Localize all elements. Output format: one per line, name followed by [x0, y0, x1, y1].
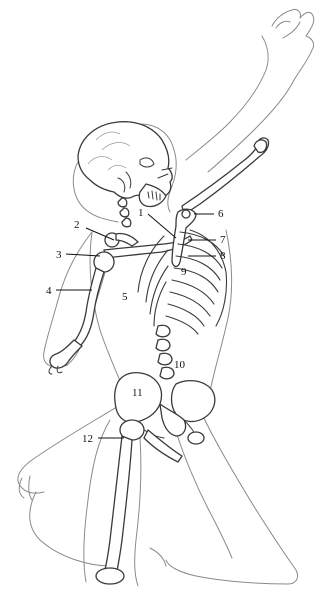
raised-arm-bones [182, 138, 269, 214]
leader-3 [66, 254, 100, 256]
lumbar-spine [156, 325, 174, 379]
label-12: 12 [82, 433, 93, 445]
leader-1 [148, 214, 176, 238]
label-7: 7 [220, 234, 226, 246]
body-outline [18, 9, 314, 586]
label-1: 1 [138, 207, 144, 219]
skull [78, 122, 172, 207]
label-2: 2 [74, 219, 80, 231]
label-10: 10 [174, 359, 186, 371]
lower-arm-bones [49, 268, 104, 374]
leg-bones [96, 420, 182, 584]
label-8: 8 [220, 250, 226, 262]
cervical-spine [118, 198, 131, 227]
label-3: 3 [56, 249, 62, 261]
label-5: 5 [122, 291, 128, 303]
label-4: 4 [46, 285, 52, 297]
label-9: 9 [181, 266, 187, 278]
label-6: 6 [218, 208, 224, 220]
label-11: 11 [132, 387, 143, 399]
